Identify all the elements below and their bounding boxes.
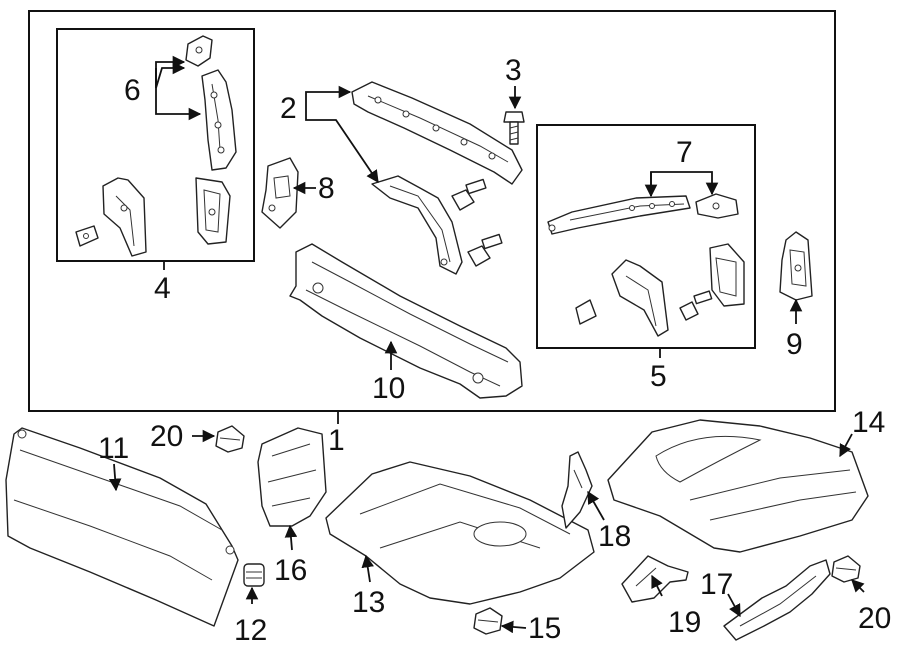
part-5-bolt[interactable] [679,290,713,321]
callout-labels: 1 2 3 4 5 6 7 8 9 10 11 12 13 14 15 16 1… [98,54,891,647]
part-5-side-plate[interactable] [709,243,745,307]
part-4-gusset[interactable] [102,177,147,257]
leader-lines [108,55,865,634]
part-6-upper-bracket[interactable] [185,35,213,67]
callout-17: 17 [700,568,733,601]
callout-3: 3 [505,54,522,87]
callout-16: 16 [274,554,307,587]
part-6-vertical-bracket[interactable] [201,69,237,171]
callout-5: 5 [650,360,667,393]
part-5-clip[interactable] [575,299,597,325]
part-10-crossmember[interactable] [289,243,523,399]
callout-4: 4 [154,272,171,305]
callout-9: 9 [786,328,803,361]
bolt-upper[interactable] [451,178,487,211]
callout-20-left: 20 [150,420,183,453]
part-13-under-cover[interactable] [325,461,595,605]
part-17-bracket[interactable] [723,559,831,641]
part-7-end-bracket[interactable] [695,193,739,219]
part-7-brace[interactable] [547,195,691,235]
part-16-splash-shield[interactable] [257,427,327,527]
subassembly-box-4 [56,28,255,262]
part-20-clip-left[interactable] [215,425,245,453]
callout-13: 13 [352,586,385,619]
callout-18: 18 [598,520,631,553]
part-20-clip-right[interactable] [831,555,861,583]
assembly-frame [28,10,836,412]
callout-1: 1 [328,424,345,457]
part-15-clip[interactable] [473,607,503,635]
part-2-diagonal-strut[interactable] [371,175,463,275]
part-9-bracket[interactable] [779,231,813,301]
callout-7: 7 [676,136,693,169]
part-4-side-plate[interactable] [195,177,231,245]
part-8-bracket[interactable] [261,157,299,229]
callout-19: 19 [668,606,701,639]
callout-2: 2 [280,92,297,125]
part-5-gusset[interactable] [611,259,669,337]
part-14-rear-cover[interactable] [607,419,869,553]
part-2-upper-rail[interactable] [351,81,523,185]
callout-6: 6 [124,74,141,107]
subassembly-box-5 [536,124,756,349]
part-3-bolt[interactable] [503,111,525,145]
callout-15: 15 [528,612,561,645]
callout-14: 14 [852,406,885,439]
callout-20-right: 20 [858,602,891,635]
part-19-bracket[interactable] [621,555,689,603]
part-12-clip[interactable] [243,563,265,587]
callout-8: 8 [318,172,335,205]
bolt-lower[interactable] [467,233,503,267]
callout-11: 11 [98,432,129,465]
callout-12: 12 [234,614,267,647]
part-11-deflector[interactable] [5,427,239,627]
part-4-clip[interactable] [75,225,99,247]
part-18-bracket[interactable] [561,451,593,529]
callout-10: 10 [372,372,405,405]
